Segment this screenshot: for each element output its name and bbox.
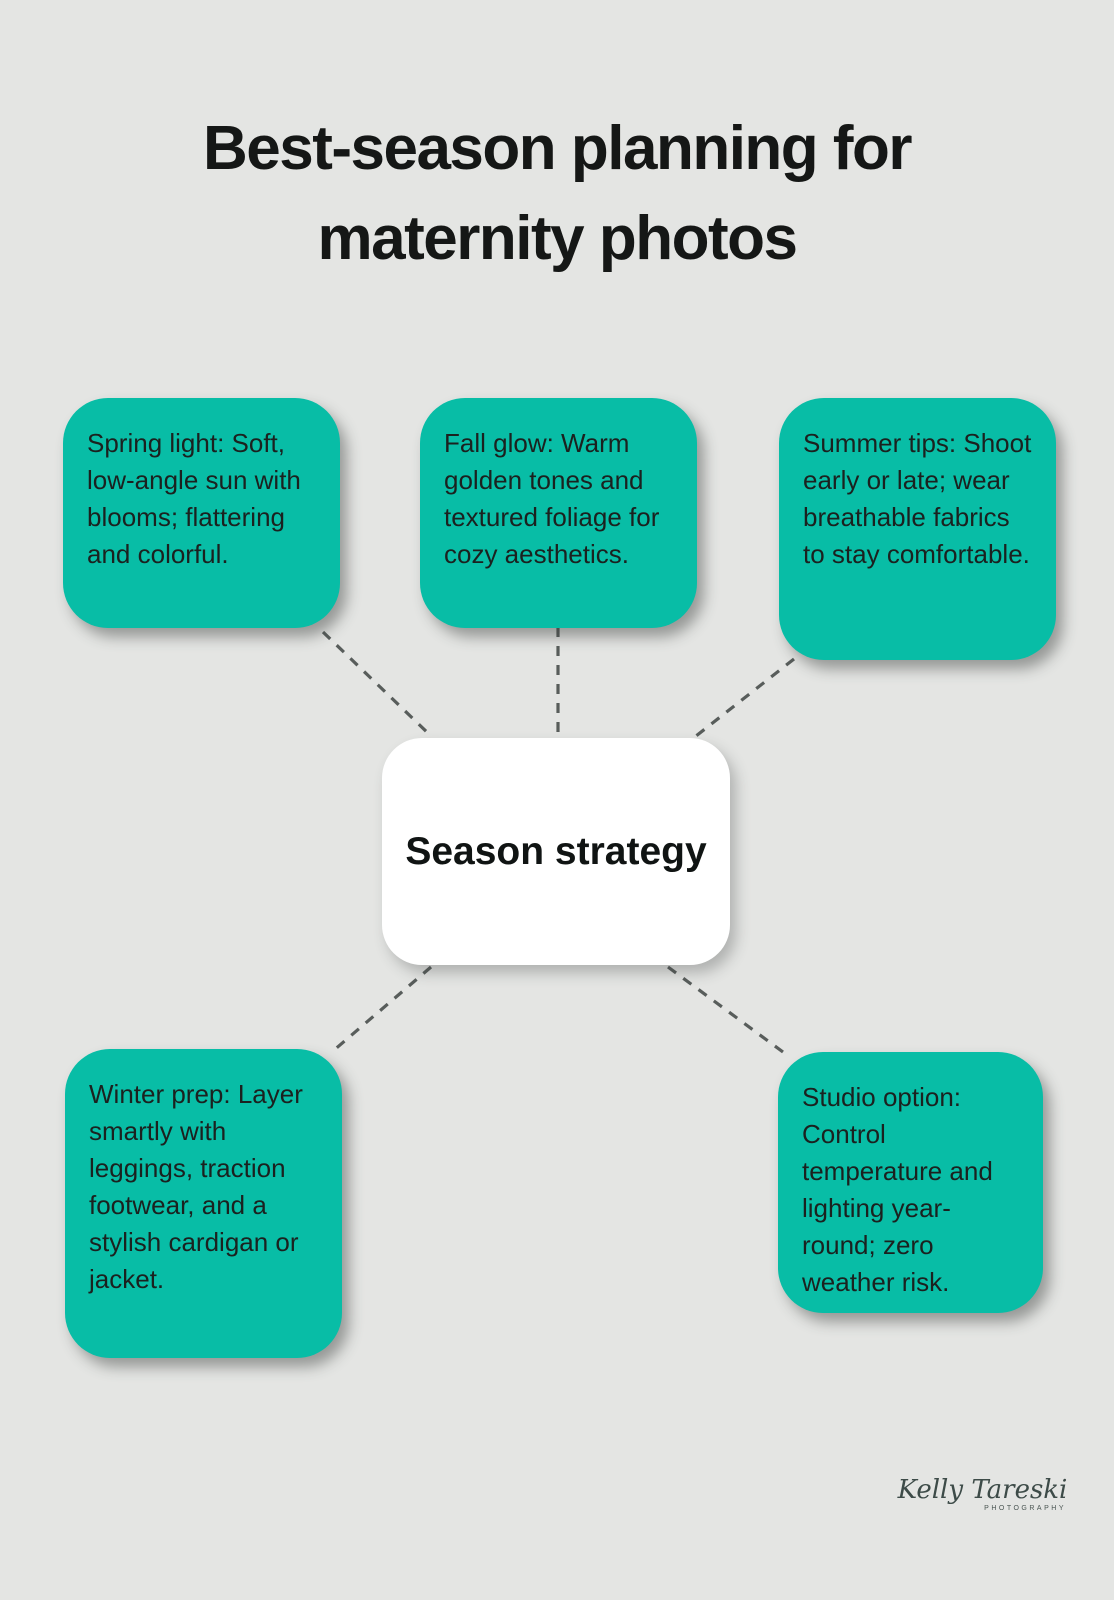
connector-summer-center [695,657,795,738]
connector-center-winter [331,965,433,1053]
signature-name: Kelly Tareski [897,1475,1068,1505]
center-node: Season strategy [382,738,730,965]
node-studio: Studio option: Control temperature and l… [778,1052,1043,1313]
connector-center-studio [667,965,788,1057]
node-fall-text: Fall glow: Warm golden tones and texture… [444,428,660,569]
node-summer: Summer tips: Shoot early or late; wear b… [779,398,1056,660]
node-spring-text: Spring light: Soft, low-angle sun with b… [87,428,301,569]
page-title: Best-season planning for maternity photo… [202,114,913,273]
signature-logo: Kelly Tareski PHOTOGRAPHY [885,1476,1080,1512]
signature-tagline: PHOTOGRAPHY [984,1505,1066,1512]
center-node-label: Season strategy [405,829,707,873]
connector-spring-center [321,630,433,738]
node-studio-text: Studio option: Control temperature and l… [802,1082,993,1297]
node-fall: Fall glow: Warm golden tones and texture… [420,398,697,628]
node-spring: Spring light: Soft, low-angle sun with b… [63,398,340,628]
node-winter-text: Winter prep: Layer smartly with leggings… [89,1079,303,1294]
node-winter: Winter prep: Layer smartly with leggings… [65,1049,342,1358]
node-summer-text: Summer tips: Shoot early or late; wear b… [803,428,1032,569]
